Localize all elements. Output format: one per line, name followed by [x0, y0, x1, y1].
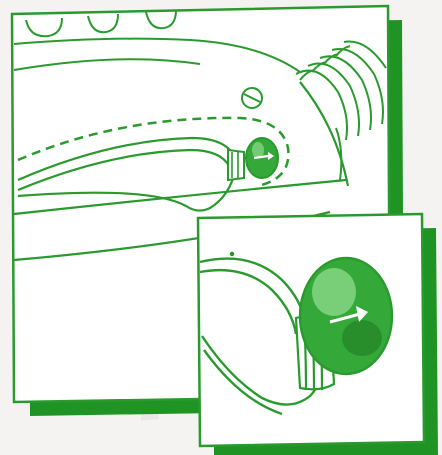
- cap-shadow: [342, 320, 382, 356]
- green-plug-icon: [300, 258, 392, 374]
- cap-highlight: [312, 268, 356, 316]
- dust-speck: [230, 252, 234, 256]
- connector-collar: [228, 150, 244, 180]
- detail-inset-panel: [198, 214, 438, 455]
- screw-icon: [242, 88, 262, 108]
- connector-cap: [246, 138, 278, 178]
